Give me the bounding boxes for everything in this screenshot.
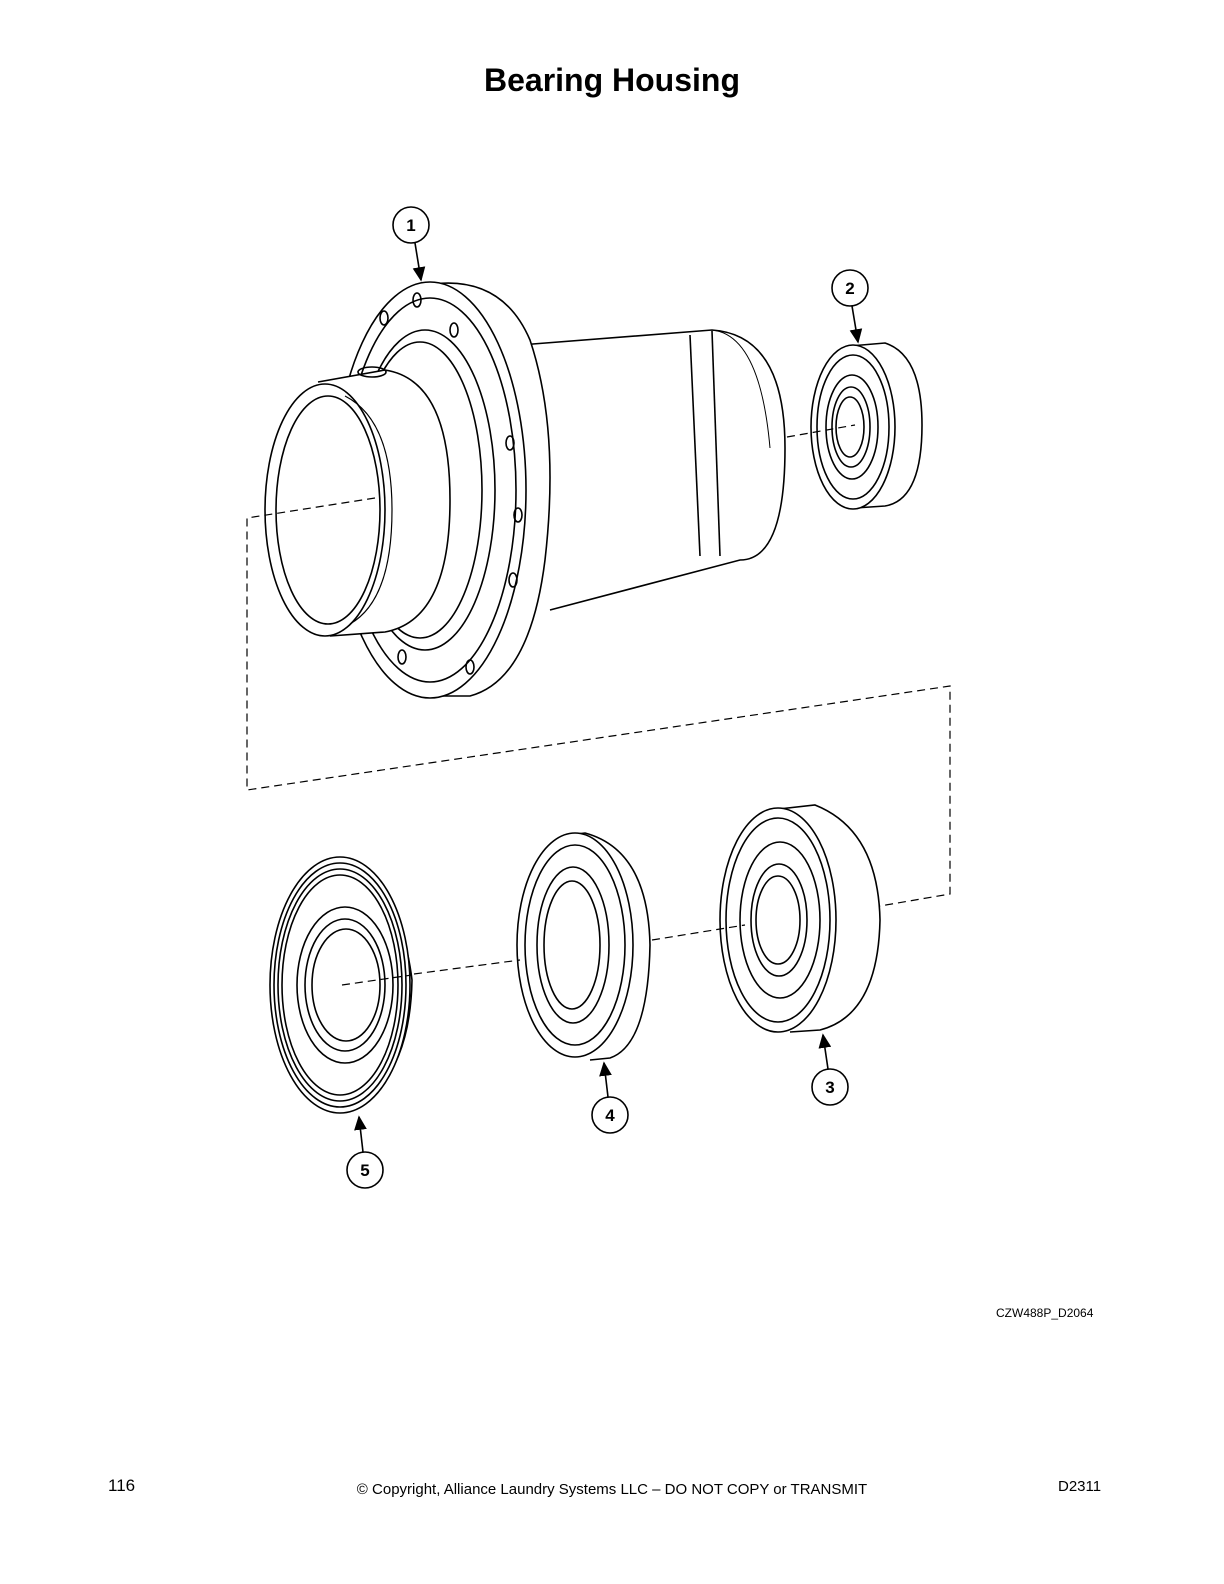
document-code: D2311 [1058, 1478, 1102, 1495]
page-number: 116 [108, 1476, 136, 1495]
bearing-housing-part-1 [264, 281, 786, 699]
rear-bearing-part-2 [810, 342, 923, 510]
figure-id: CZW488P_D2064 [996, 1306, 1094, 1320]
callout-2: 2 [831, 269, 869, 344]
callout-1: 1 [392, 206, 430, 282]
callout-5: 5 [346, 1115, 384, 1189]
copyright-notice: © Copyright, Alliance Laundry Systems LL… [356, 1481, 868, 1498]
svg-text:1: 1 [406, 216, 415, 235]
page-title: Bearing Housing [483, 62, 740, 98]
callout-3: 3 [811, 1033, 849, 1106]
svg-text:4: 4 [605, 1106, 615, 1125]
spacer-ring-part-4 [516, 832, 651, 1061]
assembly-lines [246, 424, 951, 986]
svg-text:3: 3 [825, 1078, 834, 1097]
seal-part-5 [269, 856, 413, 1114]
svg-text:5: 5 [360, 1161, 369, 1180]
front-bearing-part-3 [719, 804, 881, 1033]
callout-4: 4 [591, 1061, 629, 1134]
svg-text:2: 2 [845, 279, 854, 298]
